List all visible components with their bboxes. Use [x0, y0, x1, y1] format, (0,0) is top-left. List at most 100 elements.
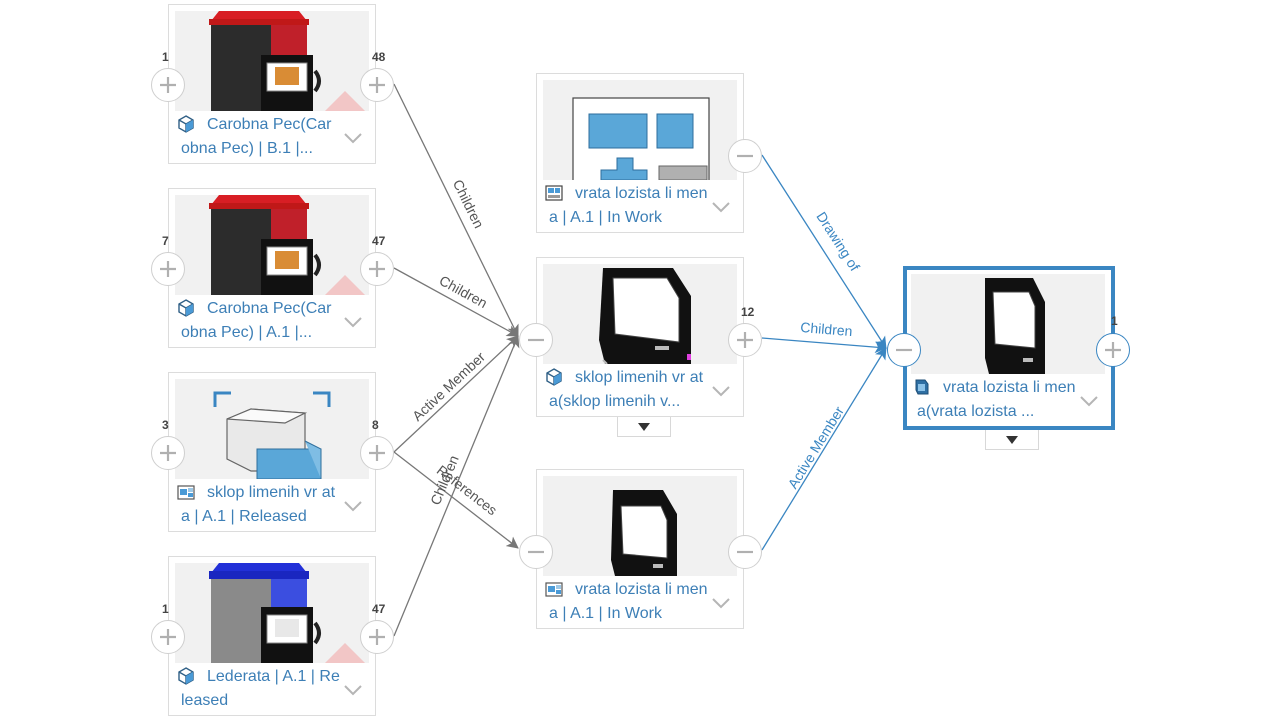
node-card-carobna-pec-a1[interactable]: Carobna Pec(Car obna Pec) | A.1 |... [168, 188, 376, 348]
child-count: 47 [372, 602, 386, 616]
sheetmetal-part-icon [913, 378, 931, 396]
edge-label-n1-m2: Children [450, 177, 487, 231]
edge-label-n4-m2: Children [427, 453, 462, 507]
edge-label-n2-m2: Children [437, 272, 490, 311]
expand-details-tab[interactable] [617, 417, 671, 437]
edge-label-m1-r1: Drawing of [813, 209, 863, 274]
thumbnail-door-frame-small [543, 476, 737, 576]
edge-label-m2-r1: Children [800, 319, 853, 339]
plus-icon [160, 445, 176, 461]
chevron-down-icon[interactable] [343, 131, 363, 145]
thumbnail-drawing-sheet [543, 80, 737, 180]
minus-icon [528, 550, 544, 554]
edge-line-m2-r1[interactable] [761, 337, 887, 354]
plus-icon [737, 332, 753, 348]
child-count: 48 [372, 50, 386, 64]
expand-parents-button[interactable] [151, 436, 185, 470]
node-title-link[interactable]: vrata lozista li mena | A.1 | In Work [549, 185, 708, 226]
thumbnail-stove-red [175, 11, 369, 111]
collapse-parents-button[interactable] [887, 333, 921, 367]
plus-icon [160, 629, 176, 645]
collapse-parents-button[interactable] [519, 323, 553, 357]
node-title-link[interactable]: sklop limenih vr ata(sklop limenih v... [549, 369, 704, 410]
node-card-drawing-vrata-lozista[interactable]: vrata lozista li mena | A.1 | In Work [536, 73, 744, 233]
expand-parents-button[interactable] [151, 252, 185, 286]
expand-parents-button[interactable] [151, 68, 185, 102]
child-count: 8 [372, 418, 379, 432]
expand-children-button[interactable] [728, 323, 762, 357]
thumbnail-door-frame [543, 264, 737, 364]
edge-line-m3-r1[interactable] [761, 347, 887, 551]
node-title-area: sklop limenih vr ata | A.1 | Released [175, 479, 369, 529]
collapse-children-button[interactable] [728, 535, 762, 569]
node-title-link[interactable]: Carobna Pec(Car obna Pec) | A.1 |... [181, 300, 332, 341]
node-title-link[interactable]: Lederata | A.1 | Released [181, 668, 340, 709]
edge-label-m3-r1: Active Member [784, 403, 847, 491]
expand-parents-button[interactable] [151, 620, 185, 654]
plus-icon [369, 629, 385, 645]
part-cube-icon [177, 115, 195, 133]
collapse-parents-button[interactable] [519, 535, 553, 569]
minus-icon [528, 338, 544, 342]
drawing-icon [545, 184, 563, 202]
edge-line-n3-m3[interactable] [393, 451, 519, 549]
chevron-down-icon[interactable] [343, 683, 363, 697]
edge-line-n1-m2[interactable] [393, 83, 519, 337]
plus-icon [369, 445, 385, 461]
assembly-icon [545, 580, 563, 598]
thumbnail-generic-assembly [175, 379, 369, 479]
minus-icon [737, 154, 753, 158]
collapse-children-button[interactable] [728, 139, 762, 173]
parent-count: 3 [162, 418, 169, 432]
part-cube-icon [177, 299, 195, 317]
node-card-vrata-lozista-a1[interactable]: vrata lozista li mena | A.1 | In Work [536, 469, 744, 629]
caret-down-icon [638, 423, 650, 431]
assembly-icon [177, 483, 195, 501]
expand-children-button[interactable] [360, 436, 394, 470]
child-count: 47 [372, 234, 386, 248]
node-title-link[interactable]: vrata lozista li mena | A.1 | In Work [549, 581, 708, 622]
edge-line-n4-m2[interactable] [393, 335, 520, 637]
chevron-down-icon[interactable] [1079, 394, 1099, 408]
expand-children-button[interactable] [360, 620, 394, 654]
minus-icon [737, 550, 753, 554]
thumbnail-door-frame-selected [911, 274, 1105, 374]
node-title-area: Lederata | A.1 | Released [175, 663, 369, 713]
parent-count: 7 [162, 234, 169, 248]
edge-line-n2-m2[interactable] [393, 267, 519, 337]
chevron-down-icon[interactable] [711, 384, 731, 398]
plus-icon [369, 261, 385, 277]
expand-details-tab[interactable] [985, 430, 1039, 450]
node-card-lederata[interactable]: Lederata | A.1 | Released [168, 556, 376, 716]
edge-label-n3-m3: References [434, 462, 500, 518]
chevron-down-icon[interactable] [343, 315, 363, 329]
node-title-link[interactable]: Carobna Pec(Car obna Pec) | B.1 |... [181, 116, 332, 157]
node-title-area: sklop limenih vr ata(sklop limenih v... [543, 364, 737, 414]
node-title-area: Carobna Pec(Car obna Pec) | B.1 |... [175, 111, 369, 161]
part-cube-icon [177, 667, 195, 685]
edge-line-m1-r1[interactable] [761, 154, 887, 349]
node-title-area: vrata lozista li mena | A.1 | In Work [543, 576, 737, 626]
plus-icon [1105, 342, 1121, 358]
expand-children-button[interactable] [1096, 333, 1130, 367]
thumbnail-stove-blue [175, 563, 369, 663]
plus-icon [369, 77, 385, 93]
expand-children-button[interactable] [360, 252, 394, 286]
node-card-sklop-limenih-vrata[interactable]: sklop limenih vr ata | A.1 | Released [168, 372, 376, 532]
chevron-down-icon[interactable] [343, 499, 363, 513]
child-count: 12 [741, 305, 755, 319]
edge-line-n3-m2[interactable] [393, 335, 519, 453]
chevron-down-icon[interactable] [711, 200, 731, 214]
plus-icon [160, 77, 176, 93]
node-card-sklop-limenih-vrata-a1[interactable]: sklop limenih vr ata(sklop limenih v... [536, 257, 744, 417]
minus-icon [896, 348, 912, 352]
node-title-link[interactable]: sklop limenih vr ata | A.1 | Released [181, 484, 336, 525]
node-card-vrata-lozista-selected[interactable]: vrata lozista li mena(vrata lozista ... [903, 266, 1115, 430]
part-cube-icon [545, 368, 563, 386]
node-title-area: vrata lozista li mena(vrata lozista ... [911, 374, 1105, 424]
node-card-carobna-pec-b1[interactable]: Carobna Pec(Car obna Pec) | B.1 |... [168, 4, 376, 164]
chevron-down-icon[interactable] [711, 596, 731, 610]
node-title-link[interactable]: vrata lozista li mena(vrata lozista ... [917, 379, 1076, 420]
expand-children-button[interactable] [360, 68, 394, 102]
node-title-area: vrata lozista li mena | A.1 | In Work [543, 180, 737, 230]
